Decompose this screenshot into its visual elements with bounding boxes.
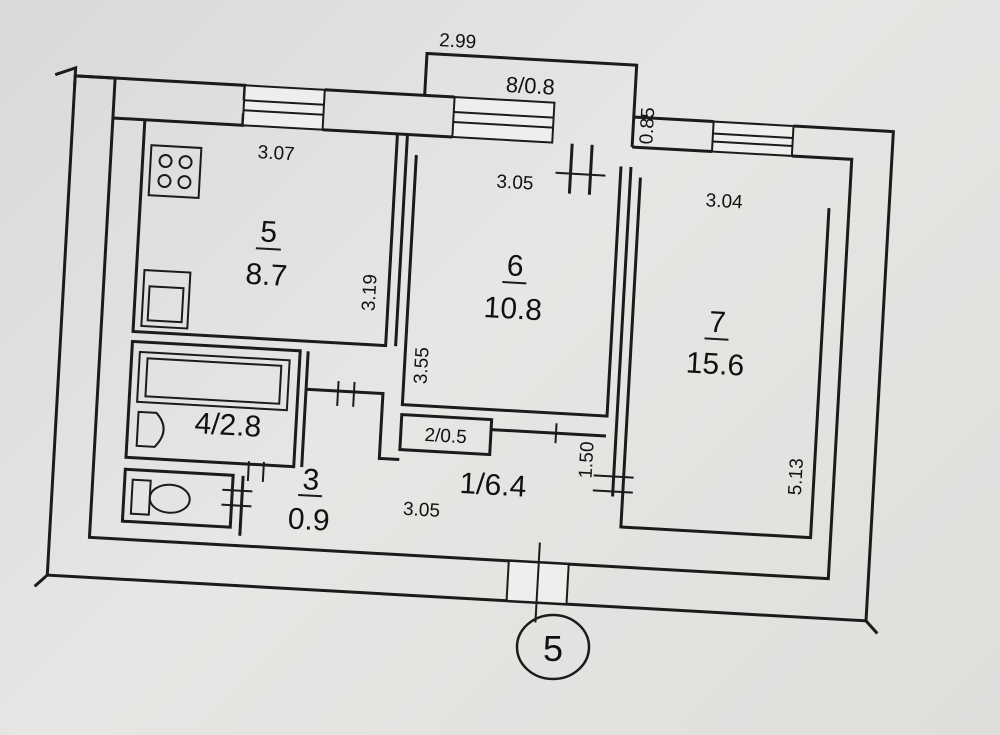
sink-icon (140, 268, 192, 330)
room-label-2: 2/0.5 (424, 425, 467, 448)
dim-kitchen-depth: 3.19 (359, 274, 382, 312)
bathtub-icon (136, 350, 291, 412)
room-label-4: 4/2.8 (194, 407, 262, 444)
window-kitchen (241, 84, 326, 131)
room-area-3: 0.9 (287, 502, 330, 537)
room-number-3: 3 (302, 463, 321, 497)
room-label-1: 1/6.4 (459, 467, 527, 504)
stove-icon (147, 144, 203, 199)
washbasin-icon (135, 410, 165, 448)
toilet-icon (129, 478, 191, 516)
balcony-door (555, 143, 606, 195)
windows (241, 84, 795, 606)
door-markers (221, 380, 634, 623)
dim-room6-depth: 3.55 (411, 347, 434, 385)
room-area-6: 10.8 (483, 291, 543, 327)
window-room-7 (710, 120, 795, 158)
dim-room7-depth: 5.13 (785, 458, 808, 496)
room-number-5: 5 (260, 215, 279, 249)
dim-balcony-width: 2.99 (439, 30, 477, 53)
entrance-marker-label: 5 (543, 628, 563, 669)
dim-room7-width: 3.04 (705, 190, 744, 213)
dim-kitchen-width: 3.07 (257, 142, 295, 165)
room-labels: 8/0.8 5 8.7 6 10.8 7 15.6 4/2.8 2/0.5 3 … (194, 72, 745, 538)
dim-balcony-depth: 0.85 (636, 107, 659, 145)
entrance-marker: 5 (515, 613, 591, 681)
dim-hall-depth: 1.50 (576, 441, 599, 479)
room-area-7: 15.6 (685, 346, 745, 382)
room-area-5: 8.7 (245, 258, 288, 293)
dimension-labels: 2.99 0.85 3.07 3.19 3.05 3.55 3.04 5.13 … (257, 30, 808, 522)
dim-hall-width: 3.05 (402, 499, 440, 522)
interior-walls (120, 119, 831, 540)
window-room-6 (451, 96, 556, 144)
room-number-6: 6 (506, 249, 525, 283)
room-number-7: 7 (708, 306, 727, 340)
room-label-8: 8/0.8 (505, 72, 555, 100)
dim-room6-width: 3.05 (496, 172, 534, 195)
outer-walls (33, 65, 895, 635)
balcony (423, 51, 639, 148)
